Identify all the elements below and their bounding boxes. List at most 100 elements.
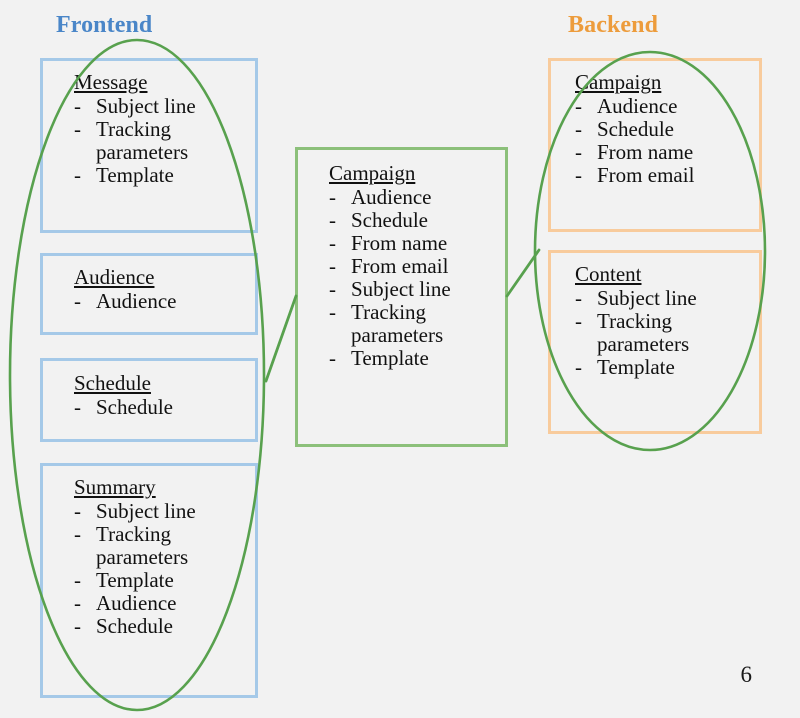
list-item: -Tracking xyxy=(74,116,196,141)
bullet-dash: - xyxy=(575,354,582,379)
list-item: -Schedule xyxy=(329,208,451,232)
list-item: -Tracking xyxy=(74,521,196,546)
list-item-label: parameters xyxy=(351,323,444,348)
list-item: parameters xyxy=(74,544,196,569)
box-content-schedule: Schedule -Schedule xyxy=(74,371,173,419)
box-list-audience: -Audience xyxy=(74,288,177,313)
box-content-content-backend: Content -Subject line -Tracking paramete… xyxy=(575,262,697,379)
entity-box-summary[interactable]: Summary -Subject line -Tracking paramete… xyxy=(40,463,258,698)
bullet-dash: - xyxy=(74,162,81,187)
list-item: -Template xyxy=(575,354,697,379)
list-item-label: Template xyxy=(351,346,429,371)
list-item: -Subject line xyxy=(74,498,196,523)
list-item-label: From name xyxy=(597,139,694,164)
list-item-label: Tracking xyxy=(597,308,673,333)
list-item-label: Subject line xyxy=(96,498,196,523)
bullet-dash: - xyxy=(329,184,336,209)
box-title-campaign-middle: Campaign xyxy=(329,161,416,185)
list-item: -Template xyxy=(74,162,196,187)
entity-box-campaign-backend[interactable]: Campaign -Audience -Schedule -From name … xyxy=(548,58,762,232)
list-item-label: Template xyxy=(597,354,675,379)
list-item-label: Subject line xyxy=(96,93,196,118)
bullet-dash: - xyxy=(74,394,81,419)
list-item: -From name xyxy=(575,139,694,164)
box-title-message: Message xyxy=(74,70,148,94)
list-item: -From email xyxy=(329,253,451,278)
entity-box-audience[interactable]: Audience -Audience xyxy=(40,253,258,335)
entity-box-campaign-middle[interactable]: Campaign -Audience -Schedule -From name … xyxy=(295,147,508,447)
box-content-message: Message -Subject line -Tracking paramete… xyxy=(74,70,196,187)
list-item-label: Audience xyxy=(351,184,432,209)
box-list-summary: -Subject line -Tracking parameters -Temp… xyxy=(74,498,196,639)
list-item-label: Template xyxy=(96,567,174,592)
list-item: -Audience xyxy=(329,184,451,209)
box-list-content-backend: -Subject line -Tracking parameters -Temp… xyxy=(575,285,697,379)
list-item-label: Subject line xyxy=(351,276,451,301)
list-item: -Subject line xyxy=(575,285,697,310)
box-title-audience: Audience xyxy=(74,265,155,289)
bullet-dash: - xyxy=(575,116,582,141)
box-list-message: -Subject line -Tracking parameters -Temp… xyxy=(74,93,196,187)
list-item-label: Tracking xyxy=(351,299,427,324)
list-item-label: parameters xyxy=(96,544,189,569)
list-item-label: Schedule xyxy=(597,116,674,141)
list-item: -Audience xyxy=(575,93,694,118)
list-item: parameters xyxy=(575,332,697,356)
bullet-dash: - xyxy=(575,139,582,164)
list-item: -Template xyxy=(74,567,196,592)
box-list-schedule: -Schedule xyxy=(74,394,173,419)
bullet-dash: - xyxy=(74,288,81,313)
list-item: parameters xyxy=(74,139,196,164)
page-number: 6 xyxy=(740,662,753,687)
bullet-dash: - xyxy=(74,116,81,141)
entity-box-message[interactable]: Message -Subject line -Tracking paramete… xyxy=(40,58,258,233)
list-item-label: Template xyxy=(96,162,174,187)
box-content-campaign-backend: Campaign -Audience -Schedule -From name … xyxy=(575,70,695,187)
bullet-dash: - xyxy=(74,567,81,592)
list-item-label: Audience xyxy=(96,288,177,313)
bullet-dash: - xyxy=(74,590,81,615)
bullet-dash: - xyxy=(575,93,582,118)
list-item-label: Tracking xyxy=(96,116,172,141)
list-item: -Audience xyxy=(74,288,177,313)
list-item: -Template xyxy=(329,347,451,370)
box-content-summary: Summary -Subject line -Tracking paramete… xyxy=(74,475,196,639)
list-item: -Schedule xyxy=(74,394,173,419)
list-item-label: From name xyxy=(351,230,448,255)
list-item: -Tracking xyxy=(575,308,697,333)
list-item: parameters xyxy=(329,324,451,347)
list-item-label: Audience xyxy=(597,93,678,118)
connector-campaign-to-backend xyxy=(505,248,541,298)
bullet-dash: - xyxy=(329,253,336,278)
list-item-label: parameters xyxy=(96,139,189,164)
list-item-label: Tracking xyxy=(96,521,172,546)
box-content-audience: Audience -Audience xyxy=(74,265,177,313)
backend-section-title: Backend xyxy=(568,12,659,38)
list-item-label: Subject line xyxy=(597,285,697,310)
connector-frontend-to-campaign xyxy=(264,294,298,383)
list-item: -From name xyxy=(329,230,451,255)
list-item-label: Schedule xyxy=(96,613,173,638)
entity-box-schedule[interactable]: Schedule -Schedule xyxy=(40,358,258,442)
bullet-dash: - xyxy=(74,613,81,638)
box-title-content-backend: Content xyxy=(575,262,642,286)
list-item-label: Audience xyxy=(96,590,177,615)
box-list-campaign-middle: -Audience -Schedule -From name -From ema… xyxy=(329,184,451,371)
list-item: -Subject line xyxy=(329,276,451,301)
bullet-dash: - xyxy=(74,498,81,523)
frontend-section-title: Frontend xyxy=(56,12,153,38)
bullet-dash: - xyxy=(575,162,582,187)
entity-box-content-backend[interactable]: Content -Subject line -Tracking paramete… xyxy=(548,250,762,434)
list-item: -Subject line xyxy=(74,93,196,118)
bullet-dash: - xyxy=(329,230,336,255)
box-title-summary: Summary xyxy=(74,475,156,499)
box-title-campaign-backend: Campaign xyxy=(575,70,662,94)
list-item: -Tracking xyxy=(329,299,451,324)
list-item-label: From email xyxy=(597,162,695,187)
bullet-dash: - xyxy=(74,521,81,546)
list-item: -Audience xyxy=(74,590,196,615)
bullet-dash: - xyxy=(575,308,582,333)
bullet-dash: - xyxy=(575,285,582,310)
list-item-label: Schedule xyxy=(96,394,173,419)
